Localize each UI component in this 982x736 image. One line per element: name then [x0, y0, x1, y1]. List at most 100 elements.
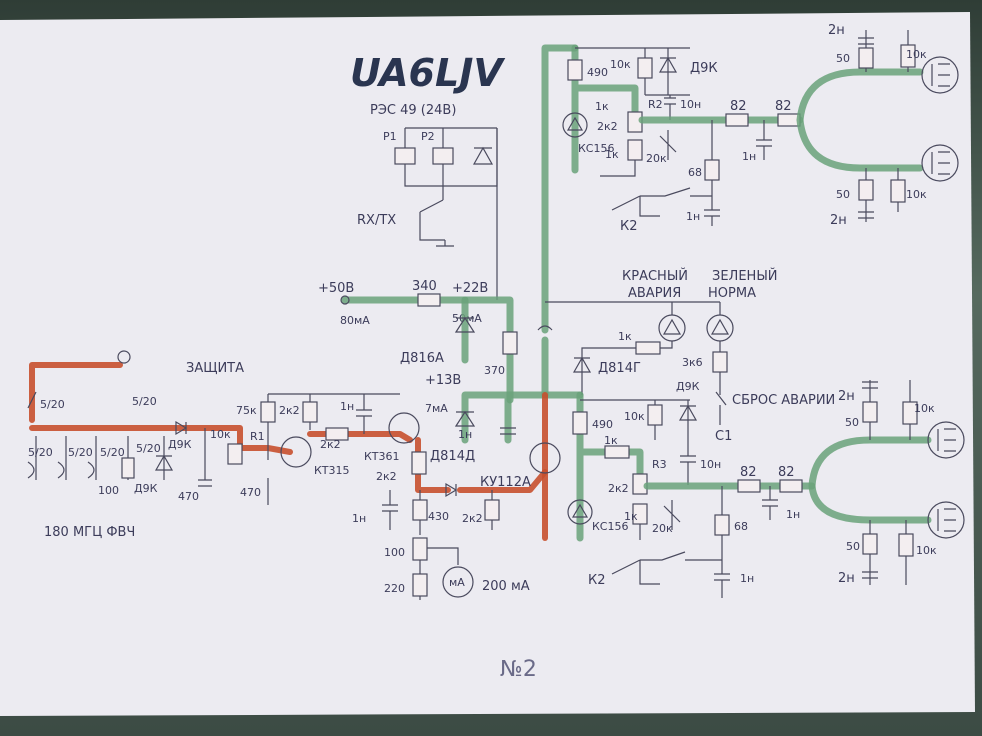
resistor-50-b-top [858, 179, 874, 201]
fault-label: АВАРИЯ [628, 286, 681, 301]
r50-b-bot-label: 50 [846, 540, 860, 553]
resistor-82-b-bot [779, 479, 803, 493]
protection-block: ЗАЩИТА 180 МГЦ ФВЧ 5/20 5/20 5/20 5/20 5… [27, 350, 561, 600]
ku112a-label: КУ112А [480, 475, 531, 490]
r3-bot-label: R3 [652, 458, 667, 471]
kt315-label: КТ315 [314, 464, 350, 477]
green-led-label: ЗЕЛЕНЫЙ [712, 268, 778, 284]
filter-label: 180 МГЦ ФВЧ [44, 525, 135, 540]
resistor-3k6 [712, 351, 728, 373]
protection-title: ЗАЩИТА [186, 361, 244, 376]
resistor-82-a-bot [737, 479, 761, 493]
resistor-100-filter [121, 457, 135, 479]
r1-label: R1 [250, 430, 265, 443]
pot-r1 [227, 443, 243, 465]
schematic-title: UA6LJV [350, 51, 505, 95]
r2k2-d-label: 2к2 [462, 512, 483, 525]
r75k-label: 75к [236, 404, 257, 417]
c1n-a-top-label: 1н [686, 210, 700, 223]
bias-bottom-block: 490 10к 1к 2к2 R3 10н 82 82 1н КС156 1к … [567, 391, 816, 598]
r100-filter-label: 100 [98, 484, 119, 497]
v50-label: +50В [318, 281, 354, 296]
c1-label: С1 [715, 429, 732, 444]
transistor-kt361 [388, 412, 420, 444]
r490-top-label: 490 [587, 66, 608, 79]
mosfet-bot-1 [927, 421, 965, 459]
d814g-label: Д814Г [598, 361, 641, 376]
relay-coil-p2 [432, 147, 454, 165]
r1k-a-top-label: 1к [595, 100, 609, 113]
r1k-a-bot-label: 1к [604, 434, 618, 447]
r10k-prot-label: 10к [210, 428, 231, 441]
c1n-power-label: 1н [458, 428, 472, 441]
fet-bottom-block: 2н 50 10к 50 10к 2н [808, 380, 965, 586]
r100-b-label: 100 [384, 546, 405, 559]
milliammeter [442, 566, 474, 598]
r2k2-bot-label: 2к2 [608, 482, 629, 495]
r10k-top-label: 10к [610, 58, 631, 71]
r82-b-bot-label: 82 [778, 465, 795, 480]
r1k-b-top-label: 1к [605, 148, 619, 161]
sheet-number: №2 [500, 657, 537, 682]
resistor-50-b-bot [862, 533, 878, 555]
c2n-a-top-label: 2н [828, 23, 845, 38]
resistor-10k-a-bot [902, 401, 918, 425]
c1n-b-prot-label: 1н [352, 512, 366, 525]
k2-top-label: К2 [620, 219, 638, 234]
mosfet-top-2 [921, 144, 959, 182]
indicator-block: КРАСНЫЙ ЗЕЛЕНЫЙ АВАРИЯ НОРМА 1к 3к6 Д814… [545, 268, 835, 444]
resistor-10k-bot [647, 404, 663, 426]
pot-100 [412, 537, 428, 561]
resistor-10k-a-top [900, 44, 916, 68]
r490-bot-label: 490 [592, 418, 613, 431]
r10k-a-top-label: 10к [906, 48, 927, 61]
rx-tx-label: RX/TX [357, 213, 396, 228]
resistor-68-top [704, 159, 720, 181]
r1k-ind-label: 1к [618, 330, 632, 343]
r20k-bot-label: 20к [652, 522, 673, 535]
zener-kc156-bot [567, 499, 593, 525]
d9k-ind-label: Д9К [676, 380, 700, 393]
r10k-a-bot-label: 10к [914, 402, 935, 415]
r68-top-label: 68 [688, 166, 702, 179]
r2k2-top-label: 2к2 [597, 120, 618, 133]
r2-top-label: R2 [648, 98, 663, 111]
resistor-50-a-bot [862, 401, 878, 423]
r68-bot-label: 68 [734, 520, 748, 533]
trim-label-3: 5/20 [100, 446, 125, 459]
kc156-bot-label: КС156 [592, 520, 629, 533]
r2k2-b-label: 2к2 [320, 438, 341, 451]
resistor-430 [412, 499, 428, 521]
r10k-b-bot-label: 10к [916, 544, 937, 557]
r10k-bot-label: 10к [624, 410, 645, 423]
c1n-prot-label: 1н [340, 400, 354, 413]
mosfet-bot-2 [927, 501, 965, 539]
relay-coil-p1 [394, 147, 416, 165]
paper-sheet [0, 12, 975, 716]
resistor-68-bot [714, 514, 730, 536]
resistor-2k2-c [411, 451, 427, 475]
resistor-340 [417, 293, 441, 307]
relay-p2-label: P2 [421, 130, 435, 143]
red-led-label: КРАСНЫЙ [622, 268, 688, 284]
power-input: +50В 80мА 340 +22В 50мА Д816А 370 +13В 7… [318, 279, 584, 444]
c1n-a-bot-label: 1н [740, 572, 754, 585]
c10n-bot-label: 10н [700, 458, 721, 471]
r10k-b-top-label: 10к [906, 188, 927, 201]
trimmer-caps: 5/20 5/20 5/20 5/20 5/20 5/20 [27, 391, 165, 480]
v22-label: +22В [452, 281, 488, 296]
resistor-50-a-top [858, 47, 874, 69]
relay-label: РЭС 49 (24В) [370, 103, 456, 118]
trim-label-2: 5/20 [68, 446, 93, 459]
resistor-1k-ind [635, 341, 661, 355]
kc156-top-label: КС156 [578, 142, 615, 155]
r2k2-a-label: 2к2 [279, 404, 300, 417]
r82-a-bot-label: 82 [740, 465, 757, 480]
r470-a-label: 470 [178, 490, 199, 503]
r50-a-top-label: 50 [836, 52, 850, 65]
relay-block: РЭС 49 (24В) P1 P2 RX/TX [357, 103, 498, 300]
resistor-370 [502, 331, 518, 355]
r340-label: 340 [412, 279, 437, 294]
